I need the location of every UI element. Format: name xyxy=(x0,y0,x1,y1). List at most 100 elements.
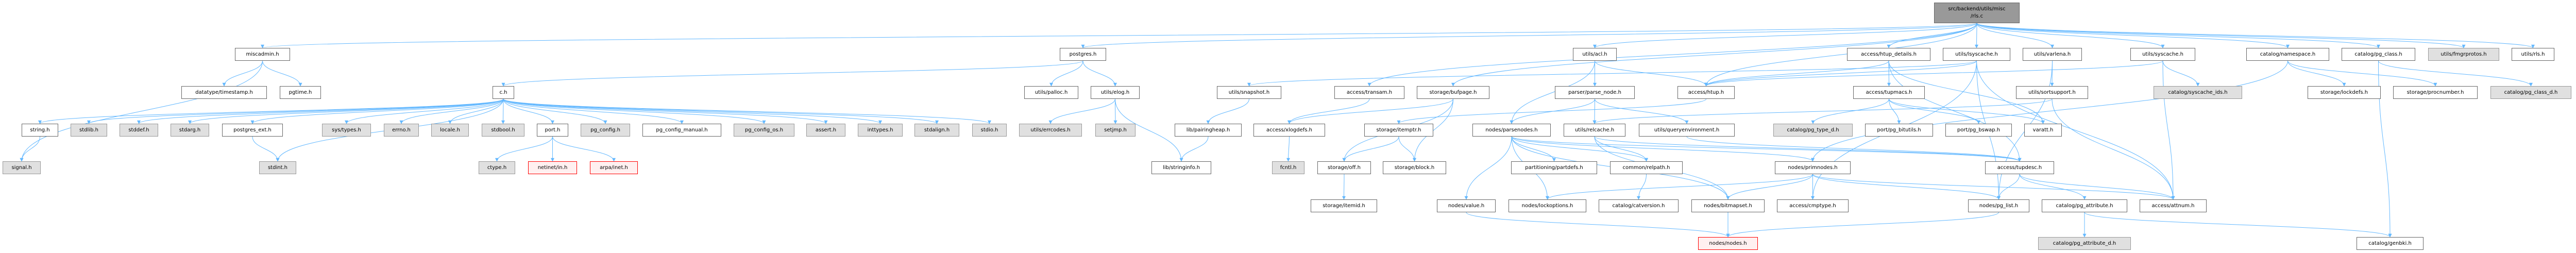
file-node-off[interactable]: storage/off.h xyxy=(1317,161,1371,174)
file-node-cmptype[interactable]: access/cmptype.h xyxy=(1777,199,1849,212)
file-node-syscache[interactable]: utils/syscache.h xyxy=(2130,48,2195,61)
file-node-partdefs[interactable]: partitioning/partdefs.h xyxy=(1511,161,1597,174)
file-node-miscadmin[interactable]: miscadmin.h xyxy=(235,48,290,61)
file-node-stringinfo[interactable]: lib/stringinfo.h xyxy=(1151,161,1211,174)
file-node-pg-config-manual[interactable]: pg_config_manual.h xyxy=(642,124,721,137)
file-node-pg-attribute-d[interactable]: catalog/pg_attribute_d.h xyxy=(2038,237,2131,250)
file-node-snapshot[interactable]: utils/snapshot.h xyxy=(1217,86,1281,99)
file-node-itemid[interactable]: storage/itemid.h xyxy=(1311,199,1377,212)
file-node-xlogdefs[interactable]: access/xlogdefs.h xyxy=(1253,124,1325,137)
file-node-string[interactable]: string.h xyxy=(22,124,58,137)
file-node-catversion[interactable]: catalog/catversion.h xyxy=(1599,199,1679,212)
file-node-pg-class-d[interactable]: catalog/pg_class_d.h xyxy=(2490,86,2571,99)
file-node-palloc[interactable]: utils/palloc.h xyxy=(1024,86,1078,99)
file-node-bitmapset[interactable]: nodes/bitmapset.h xyxy=(1691,199,1765,212)
file-node-stddef[interactable]: stddef.h xyxy=(120,124,158,137)
file-node-stdalign[interactable]: stdalign.h xyxy=(914,124,959,137)
file-node-systypes[interactable]: sys/types.h xyxy=(322,124,371,137)
file-node-lockoptions[interactable]: nodes/lockoptions.h xyxy=(1509,199,1586,212)
file-node-lsyscache[interactable]: utils/lsyscache.h xyxy=(1943,48,2010,61)
edge-syscache-to-htup xyxy=(1704,60,2163,87)
file-node-syscache-ids[interactable]: catalog/syscache_ids.h xyxy=(2154,86,2242,99)
file-node-stdbool[interactable]: stdbool.h xyxy=(482,124,524,137)
file-node-timestamp[interactable]: datatype/timestamp.h xyxy=(181,86,267,99)
file-node-lockdefs[interactable]: storage/lockdefs.h xyxy=(2308,86,2381,99)
file-node-fmgrprotos[interactable]: utils/fmgrprotos.h xyxy=(2428,48,2499,61)
file-node-locale[interactable]: locale.h xyxy=(431,124,469,137)
file-node-queryenv[interactable]: utils/queryenvironment.h xyxy=(1639,124,1735,137)
file-node-genbki[interactable]: catalog/genbki.h xyxy=(2357,237,2424,250)
file-node-pg-config-os[interactable]: pg_config_os.h xyxy=(734,124,794,137)
file-node-stdint[interactable]: stdint.h xyxy=(259,161,296,174)
file-node-nodes[interactable]: nodes/nodes.h xyxy=(1698,237,1758,250)
edge-syscache-to-syscache_ids xyxy=(2162,60,2200,87)
file-node-pg-bswap[interactable]: port/pg_bswap.h xyxy=(1945,124,2012,137)
edge-c-to-stdbool xyxy=(501,98,505,124)
file-node-elog[interactable]: utils/elog.h xyxy=(1091,86,1140,99)
edge-bufpage-to-block xyxy=(1413,98,1453,162)
file-node-transam[interactable]: access/transam.h xyxy=(1334,86,1404,99)
edge-relcache-to-relpath xyxy=(1594,136,1648,162)
file-node-tupmacs[interactable]: access/tupmacs.h xyxy=(1853,86,1925,99)
file-node-namespace[interactable]: catalog/namespace.h xyxy=(2246,48,2329,61)
file-node-parse-node[interactable]: parser/parse_node.h xyxy=(1555,86,1635,99)
file-node-block[interactable]: storage/block.h xyxy=(1383,161,1446,174)
edge-root-to-acl xyxy=(1593,23,1977,48)
edge-root-to-fmgrprotos xyxy=(1976,23,2466,48)
file-node-attnum[interactable]: access/attnum.h xyxy=(2140,199,2207,212)
file-node-rls[interactable]: utils/rls.h xyxy=(2512,48,2554,61)
file-node-stdio[interactable]: stdio.h xyxy=(972,124,1007,137)
file-node-pairingheap[interactable]: lib/pairingheap.h xyxy=(1175,124,1242,137)
file-node-errcodes[interactable]: utils/errcodes.h xyxy=(1019,124,1082,137)
file-node-pg-list[interactable]: nodes/pg_list.h xyxy=(1968,199,2029,212)
edge-itemptr-to-block xyxy=(1398,136,1416,162)
file-node-relcache[interactable]: utils/relcache.h xyxy=(1564,124,1625,137)
edge-postgres_ext-to-stdint xyxy=(252,136,280,162)
file-node-htup[interactable]: access/htup.h xyxy=(1677,86,1735,99)
file-node-bufpage[interactable]: storage/bufpage.h xyxy=(1417,86,1489,99)
file-node-inttypes[interactable]: inttypes.h xyxy=(858,124,903,137)
file-node-port[interactable]: port.h xyxy=(537,124,568,137)
file-node-itemptr[interactable]: storage/itemptr.h xyxy=(1364,124,1433,137)
file-node-pgtime[interactable]: pgtime.h xyxy=(280,86,321,99)
edge-root-to-varlena xyxy=(1976,23,2054,48)
file-node-value[interactable]: nodes/value.h xyxy=(1437,199,1496,212)
edge-c-to-stdalign xyxy=(503,98,939,124)
edge-parse_node-to-queryenv xyxy=(1595,98,1689,124)
edge-namespace-to-primnodes xyxy=(1811,60,2288,162)
root-file-node: src/backend/utils/misc /rls.c xyxy=(1934,3,2020,23)
edge-elog-to-errcodes xyxy=(1048,98,1115,124)
file-node-errno[interactable]: errno.h xyxy=(384,124,419,137)
edge-root-to-pg_class xyxy=(1976,23,2380,48)
file-node-primnodes[interactable]: nodes/primnodes.h xyxy=(1775,161,1851,174)
file-node-relpath[interactable]: common/relpath.h xyxy=(1610,161,1683,174)
file-node-sortsupport[interactable]: utils/sortsupport.h xyxy=(2016,86,2088,99)
file-node-c[interactable]: c.h xyxy=(493,86,514,99)
file-node-assert[interactable]: assert.h xyxy=(806,124,845,137)
file-node-ctype[interactable]: ctype.h xyxy=(479,161,515,174)
file-node-netinet[interactable]: netinet/in.h xyxy=(528,161,577,174)
file-node-pg-config[interactable]: pg_config.h xyxy=(581,124,630,137)
file-node-varatt[interactable]: varatt.h xyxy=(2024,124,2062,137)
file-node-procnumber[interactable]: storage/procnumber.h xyxy=(2393,86,2478,99)
file-node-pg-attribute[interactable]: catalog/pg_attribute.h xyxy=(2042,199,2127,212)
edge-bufpage-to-xlogdefs xyxy=(1287,98,1453,124)
file-node-pg-class[interactable]: catalog/pg_class.h xyxy=(2342,48,2415,61)
file-node-fcntl[interactable]: fcntl.h xyxy=(1272,161,1304,174)
file-node-pg-bitutils[interactable]: port/pg_bitutils.h xyxy=(1865,124,1933,137)
file-node-stdlib[interactable]: stdlib.h xyxy=(71,124,107,137)
file-node-htup-details[interactable]: access/htup_details.h xyxy=(1847,48,1930,61)
file-node-signal[interactable]: signal.h xyxy=(3,161,41,174)
file-node-arpa[interactable]: arpa/inet.h xyxy=(590,161,638,174)
file-node-setjmp[interactable]: setjmp.h xyxy=(1095,124,1136,137)
file-node-postgres-ext[interactable]: postgres_ext.h xyxy=(222,124,283,137)
file-node-parsenodes[interactable]: nodes/parsenodes.h xyxy=(1472,124,1551,137)
file-node-stdarg[interactable]: stdarg.h xyxy=(171,124,209,137)
file-node-pg-type-d[interactable]: catalog/pg_type_d.h xyxy=(1773,124,1853,137)
edge-c-to-pg_config xyxy=(503,98,607,124)
file-node-acl[interactable]: utils/acl.h xyxy=(1573,48,1617,61)
file-node-tupdesc[interactable]: access/tupdesc.h xyxy=(1985,161,2054,174)
file-node-postgres[interactable]: postgres.h xyxy=(1060,48,1106,61)
file-node-varlena[interactable]: utils/varlena.h xyxy=(2023,48,2082,61)
edge-off-to-itemid xyxy=(1342,174,1346,200)
